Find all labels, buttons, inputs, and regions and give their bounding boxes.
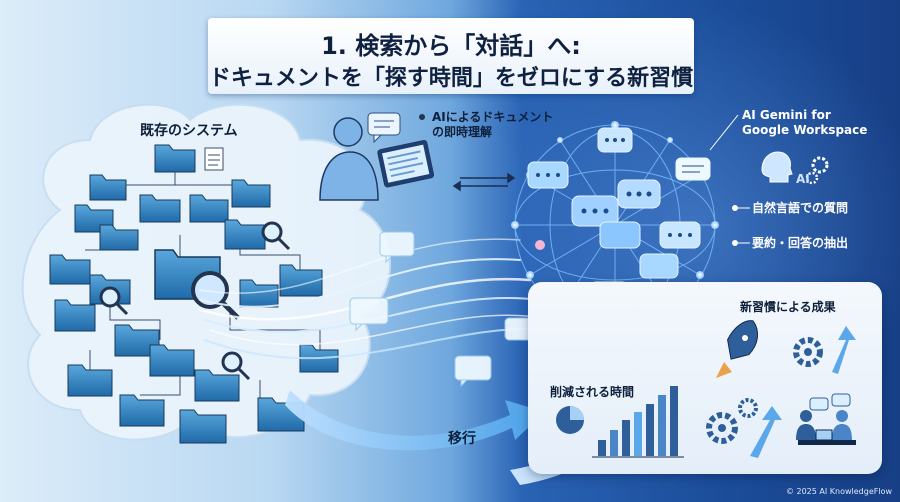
- gemini-line-2: Google Workspace: [742, 123, 868, 137]
- chat-bubble-icon: [639, 253, 679, 279]
- folder-icon: [54, 299, 96, 332]
- folder-icon: [49, 254, 91, 285]
- folder-icon: [119, 394, 165, 427]
- chat-bubble-icon: [597, 127, 633, 153]
- folder-icon: [279, 264, 323, 297]
- chat-bubble-icon: [379, 231, 415, 264]
- title-box: 1. 検索から「対話」へ: ドキュメントを「探す時間」をゼロにする新習慣: [208, 18, 694, 94]
- chat-bubble-icon: [527, 161, 569, 189]
- results-title: 新習慣による成果: [740, 300, 836, 314]
- label-connectors: [709, 114, 750, 244]
- magnifier-icon: [261, 221, 291, 251]
- gemini-label: AI Gemini for Google Workspace: [742, 108, 867, 138]
- gemini-gear-icon: [805, 156, 829, 185]
- time-reduced-label: 削減される時間: [550, 385, 635, 399]
- folder-icon: [194, 369, 240, 402]
- chat-bubble-icon: [571, 195, 619, 227]
- feature-natural-language: 自然言語での質問: [752, 201, 849, 215]
- chat-bubble-icon: [675, 157, 711, 181]
- copyright: © 2025 AI KnowledgeFlow: [785, 487, 892, 496]
- ai-understanding-line-1: AIによるドキュメント: [432, 110, 554, 124]
- speech-bubble-icon: [367, 112, 401, 144]
- person-with-tablet: [319, 117, 435, 201]
- magnifier-icon: [221, 351, 251, 381]
- ai-understanding-label: AIによるドキュメント の即時理解: [432, 110, 553, 140]
- chat-bubble-icon: [617, 179, 661, 209]
- info-dot: [419, 114, 425, 120]
- folder-icon: [114, 324, 160, 357]
- ai-understanding-line-2: の即時理解: [432, 125, 493, 139]
- folder-icon: [154, 144, 196, 173]
- document-icon: [204, 147, 224, 171]
- gemini-line-1: AI Gemini for: [742, 108, 831, 122]
- legacy-system-label: 既存のシステム: [140, 123, 238, 139]
- folder-icon: [67, 364, 113, 397]
- folder-icon: [149, 344, 195, 377]
- folder-icon: [139, 194, 181, 223]
- two-way-arrow-icon: [452, 172, 516, 192]
- chat-bubble-icon: [454, 355, 492, 388]
- gemini-ai-mark: AI: [796, 172, 810, 186]
- gemini-head-icon: [761, 151, 793, 183]
- feature-summary-extraction: 要約・回答の抽出: [752, 236, 849, 250]
- folder-icon: [231, 179, 271, 208]
- floating-chat-bubbles: [349, 231, 540, 388]
- folder-icon: [99, 224, 139, 251]
- chat-bubble-icon: [659, 221, 701, 249]
- folder-icon: [179, 409, 227, 444]
- chat-bubble-icon: [349, 297, 389, 332]
- folder-icon: [89, 174, 127, 201]
- folders: [49, 144, 339, 444]
- folder-icon: [189, 194, 229, 223]
- title-line-2: ドキュメントを「探す時間」をゼロにする新習慣: [208, 66, 694, 91]
- magnifier-icon: [99, 286, 129, 316]
- migration-label: 移行: [448, 431, 476, 447]
- title-line-1: 1. 検索から「対話」へ:: [321, 32, 581, 60]
- chat-bubble-icon: [599, 221, 641, 249]
- migration-arrow: [285, 390, 545, 451]
